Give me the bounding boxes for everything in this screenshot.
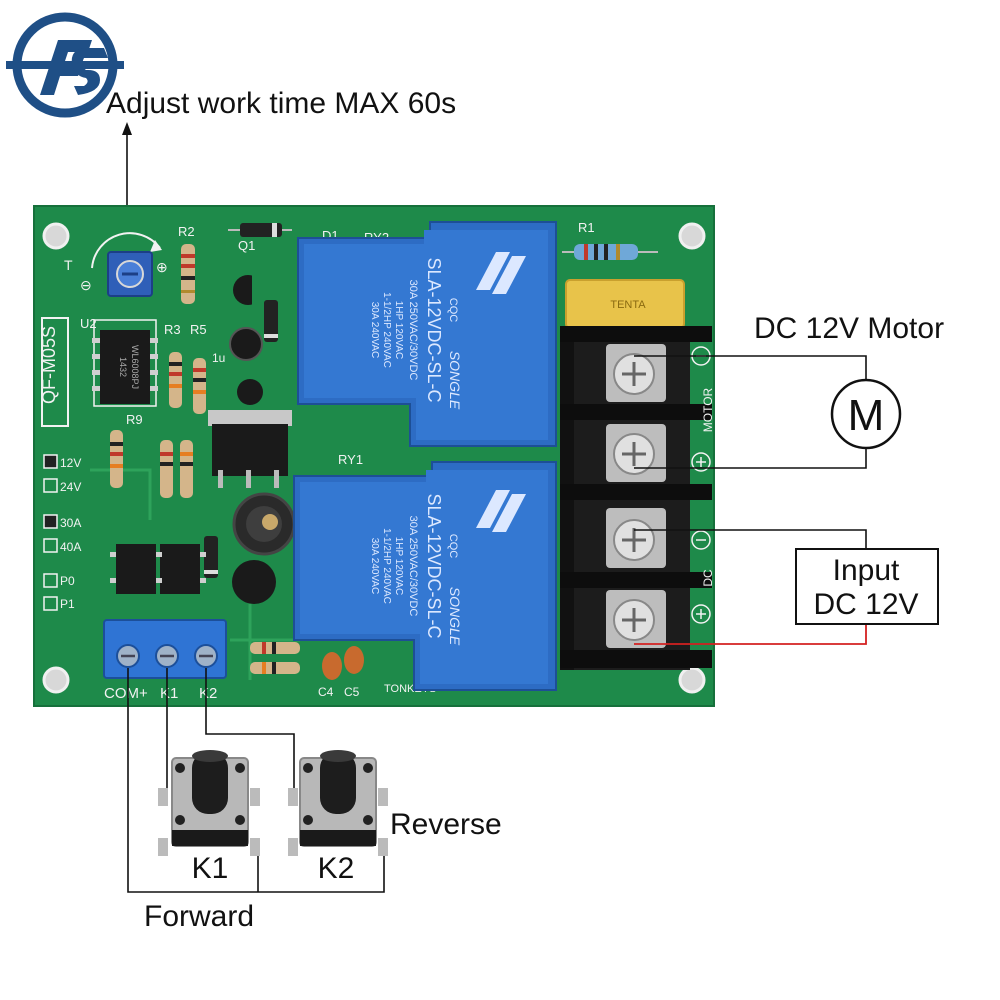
motor-label: DC 12V Motor <box>754 312 944 345</box>
svg-text:30A 240VAC: 30A 240VAC <box>369 538 380 595</box>
svg-text:⊖: ⊖ <box>80 277 92 293</box>
terminal-k2: K2 <box>199 685 217 702</box>
screw-4 <box>606 590 666 648</box>
svg-text:⊕: ⊕ <box>156 259 168 275</box>
motor-wiring <box>634 355 867 469</box>
input-label-line1: Input <box>833 554 900 587</box>
yellow-component: TENTA <box>565 279 685 329</box>
svg-text:CQC: CQC <box>447 298 459 323</box>
svg-text:T: T <box>64 257 73 273</box>
forward-label: Forward <box>144 900 254 933</box>
terminal-k1: K1 <box>160 685 178 702</box>
ic-u2: U2 WL6008PJ 1432 <box>80 316 158 407</box>
svg-text:R5: R5 <box>190 322 207 337</box>
input-wiring <box>634 529 867 645</box>
push-button-k2 <box>288 750 388 856</box>
svg-text:SONGLE: SONGLE <box>447 587 463 646</box>
capacitor-1u: 1u <box>212 327 263 405</box>
svg-text:1HP 120VAC: 1HP 120VAC <box>393 537 404 596</box>
svg-text:R9: R9 <box>126 412 143 427</box>
input-box: Input DC 12V <box>795 548 939 625</box>
svg-text:Q1: Q1 <box>238 238 255 253</box>
ry1-label: RY1 <box>338 452 363 467</box>
model-label: QF-M05S <box>39 317 69 427</box>
terminal-com: COM+ <box>104 685 148 702</box>
voltage-regulator <box>208 410 292 488</box>
jumper-p0: P0 <box>60 574 75 588</box>
svg-text:1-1/2HP 240VAC: 1-1/2HP 240VAC <box>381 528 392 604</box>
reverse-label: Reverse <box>390 808 502 841</box>
screw-3 <box>606 508 666 568</box>
fs-logo-icon <box>6 12 124 118</box>
svg-text:CQC: CQC <box>447 534 459 559</box>
svg-text:C5: C5 <box>344 685 360 699</box>
input-terminal: COM+ K1 K2 <box>103 619 227 702</box>
svg-text:1HP 120VAC: 1HP 120VAC <box>393 301 404 360</box>
mounting-holes <box>42 222 706 694</box>
jumper-pads: 12V 24V 30A 40A P0 P1 <box>43 454 81 611</box>
svg-text:R2: R2 <box>178 224 195 239</box>
vertical-diodes <box>204 300 278 578</box>
transistor-q1: Q1 <box>233 238 266 310</box>
svg-text:SLA-12VDC-SL-C: SLA-12VDC-SL-C <box>424 493 444 638</box>
jumper-p1: P1 <box>60 597 75 611</box>
svg-text:SONGLE: SONGLE <box>447 351 463 410</box>
svg-text:QF-M05S: QF-M05S <box>39 326 59 404</box>
svg-text:1-1/2HP 240VAC: 1-1/2HP 240VAC <box>381 292 392 368</box>
svg-text:1u: 1u <box>212 351 225 365</box>
motor-symbol: M <box>830 378 902 450</box>
jumper-30a: 30A <box>60 516 81 530</box>
svg-text:30A 240VAC: 30A 240VAC <box>369 302 380 359</box>
resistor-r1: R1 <box>562 220 658 260</box>
jumper-12v: 12V <box>60 456 81 470</box>
svg-text:WL6008PJ: WL6008PJ <box>130 345 140 389</box>
screw-1 <box>606 344 666 402</box>
svg-text:MOTOR: MOTOR <box>701 387 715 432</box>
svg-text:1432: 1432 <box>118 357 128 377</box>
svg-text:30A 250VAC/30VDC: 30A 250VAC/30VDC <box>407 516 419 617</box>
k1-label: K1 <box>192 852 229 885</box>
svg-text:30A 250VAC/30VDC: 30A 250VAC/30VDC <box>407 280 419 381</box>
electrolytic-capacitors <box>232 492 296 604</box>
svg-text:R3: R3 <box>164 322 181 337</box>
jumper-40a: 40A <box>60 540 81 554</box>
resistors: R2 R3 R5 R9 <box>110 224 207 498</box>
svg-text:R1: R1 <box>578 220 595 235</box>
bottom-components: C4 C5 TONKEYS <box>250 642 436 699</box>
jumper-24v: 24V <box>60 480 81 494</box>
relay-ry2: SLA-12VDC-SL-C 30A 250VAC/30VDC 1HP 120V… <box>297 221 557 447</box>
push-button-k1 <box>158 750 260 856</box>
svg-text:M: M <box>848 391 885 440</box>
adjust-time-label: Adjust work time MAX 60s <box>106 87 456 120</box>
k2-label: K2 <box>318 852 355 885</box>
svg-text:DC: DC <box>701 569 715 587</box>
svg-text:C4: C4 <box>318 685 334 699</box>
input-label-line2: DC 12V <box>813 588 918 621</box>
potentiometer: T ⊖ ⊕ <box>64 232 168 297</box>
button-wiring <box>127 668 385 893</box>
svg-text:U2: U2 <box>80 316 97 331</box>
svg-text:SLA-12VDC-SL-C: SLA-12VDC-SL-C <box>424 257 444 402</box>
optocouplers <box>110 544 206 594</box>
svg-text:TENTA: TENTA <box>610 299 646 311</box>
relay-ry1: SLA-12VDC-SL-C 30A 250VAC/30VDC 1HP 120V… <box>293 461 557 691</box>
screw-2 <box>606 424 666 482</box>
